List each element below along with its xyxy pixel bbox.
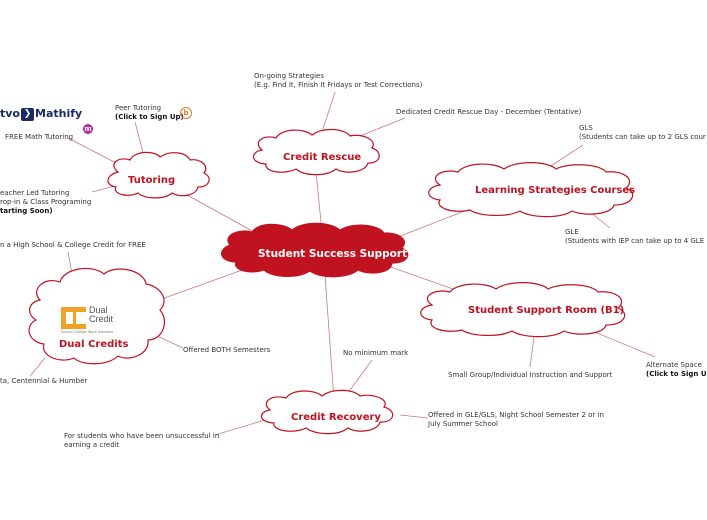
peer-tutoring-b-icon: b <box>180 107 192 119</box>
tutoring-label[interactable]: Tutoring <box>128 175 176 186</box>
credit-rescue-cloud <box>252 128 380 176</box>
tvo-brand: tvo <box>0 107 20 120</box>
tutoring-note-teacher-led: eacher Led Tutoring rop-in & Class Progr… <box>0 189 92 215</box>
chevron-right-icon: ❯ <box>21 107 34 121</box>
tutoring-note-peer: Peer Tutoring (Click to Sign Up) <box>115 104 184 121</box>
link-recovery-note2 <box>399 414 429 419</box>
link-tutoring-tvo <box>67 137 121 166</box>
support-sign-up-link[interactable]: (Click to Sign U <box>646 370 707 378</box>
student-support-room-cloud <box>420 282 626 338</box>
credit-recovery-label[interactable]: Credit Recovery <box>291 412 381 423</box>
link-center-tutoring <box>177 189 266 239</box>
dual-note-colleges: ta, Centennial & Humber <box>0 377 88 385</box>
mathify-brand: Mathify <box>35 107 83 120</box>
recovery-note-unsuccessful: For students who have been unsuccessful … <box>64 432 220 449</box>
credit-rescue-note-strategies: On-going Strategies (E.g. Find It, Finis… <box>254 72 423 89</box>
link-center-recovery <box>324 274 335 401</box>
learning-strategies-cloud <box>428 162 634 218</box>
learning-note-gle: GLE (Students with IEP can take up to 4 … <box>565 228 705 245</box>
link-rescue-note1 <box>321 91 336 133</box>
dual-credit-logo-sub: School College Work Initiative <box>61 330 114 334</box>
tutoring-cloud <box>107 151 210 199</box>
tvo-mathify-logo[interactable]: tvo❯Mathify <box>0 107 82 121</box>
support-note-alternate-space: Alternate Space (Click to Sign U <box>646 361 707 378</box>
learning-strategies-label[interactable]: Learning Strategies Courses <box>475 185 636 196</box>
credit-rescue-note-day: Dedicated Credit Rescue Day - December (… <box>396 108 582 116</box>
support-note-small-group: Small Group/Individual Instruction and S… <box>448 371 613 379</box>
credit-recovery-cloud <box>260 389 394 435</box>
recovery-note-offered: Offered in GLE/GLS, Night School Semeste… <box>428 411 604 428</box>
dual-credit-logo: Dual Credit School College Work Initiati… <box>61 305 131 334</box>
dual-credits-label[interactable]: Dual Credits <box>59 339 129 350</box>
dual-note-free-credit: n a High School & College Credit for FRE… <box>0 241 146 249</box>
dual-credits-cloud <box>28 267 165 365</box>
mathify-m-icon: m <box>83 124 93 134</box>
dual-credit-logo-text: Dual Credit <box>89 305 114 324</box>
credit-rescue-label[interactable]: Credit Rescue <box>283 152 362 163</box>
link-center-credit-rescue <box>315 171 323 233</box>
peer-sign-up-link[interactable]: (Click to Sign Up) <box>115 113 184 121</box>
dual-note-semesters: Offered BOTH Semesters <box>183 346 271 354</box>
student-support-room-label[interactable]: Student Support Room (B1) <box>468 305 625 316</box>
link-recovery-note3 <box>214 419 266 436</box>
recovery-note-min-mark: No minimum mark <box>343 349 409 357</box>
dual-credit-mark-icon <box>61 307 86 329</box>
learning-note-gls: GLS (Students can take up to 2 GLS cour <box>579 124 706 141</box>
center-cloud <box>221 222 409 278</box>
center-label: Student Success Support <box>258 248 408 260</box>
link-support-note2 <box>584 327 656 358</box>
link-dual-note3 <box>29 357 46 377</box>
tutoring-note-free-math: FREE Math Tutoring <box>5 133 74 141</box>
link-dual-note2 <box>154 334 184 349</box>
